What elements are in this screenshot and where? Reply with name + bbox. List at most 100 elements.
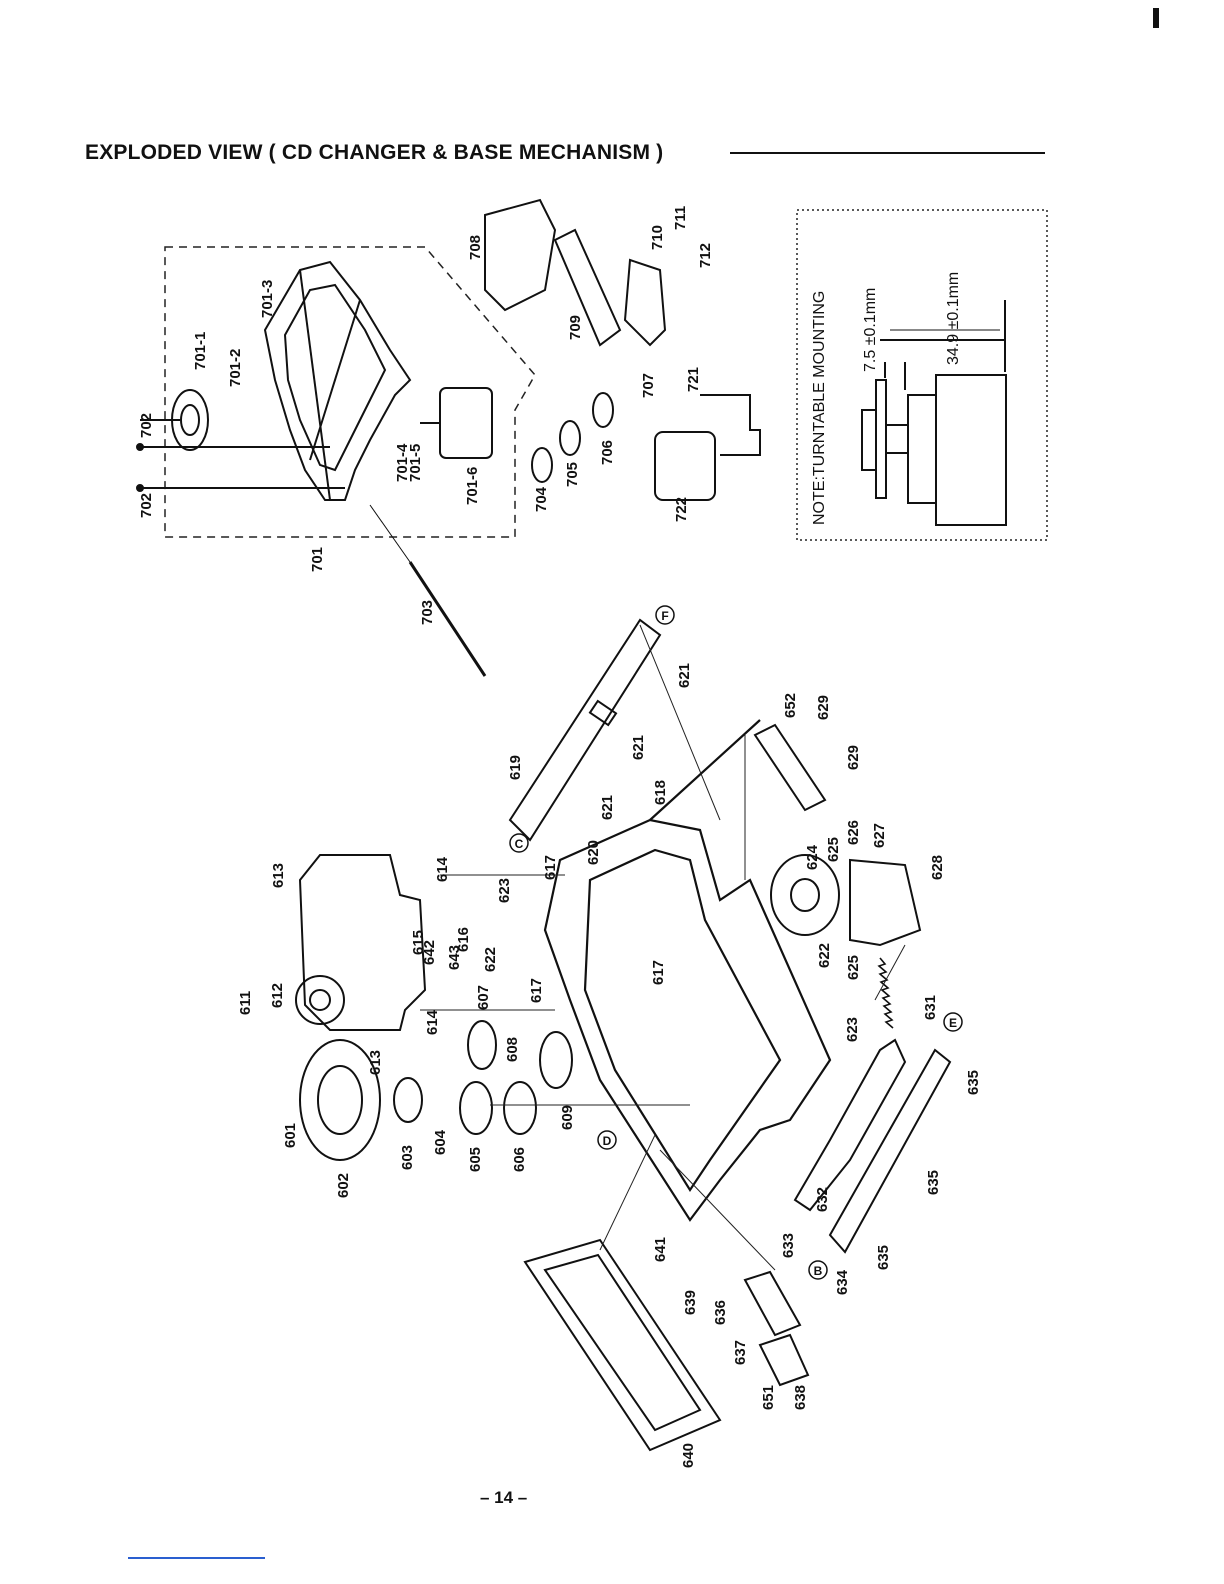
part-label: 628: [929, 855, 946, 880]
turntable-mounting-note: NOTE:TURNTABLE MOUNTING 7.5 ±0.1mm 34.9 …: [796, 209, 1048, 541]
part-label: 622: [816, 943, 833, 968]
part-label: 606: [511, 1147, 528, 1172]
part-label: 636: [712, 1300, 729, 1325]
callout-E: E: [949, 1016, 957, 1030]
part-label: 709: [567, 315, 584, 340]
part-label: 629: [815, 695, 832, 720]
part-label: 640: [680, 1443, 697, 1468]
part-label: 721: [685, 367, 702, 392]
part-label: 708: [467, 235, 484, 260]
part-label: 613: [367, 1050, 384, 1075]
part-label: 710: [649, 225, 666, 250]
part-label: 621: [676, 663, 693, 688]
bottom-link-rule: [128, 1557, 265, 1559]
part-label: 616: [455, 927, 472, 952]
part-label: 635: [875, 1245, 892, 1270]
mounting-sketch: [861, 300, 1007, 526]
part-label: 617: [650, 960, 667, 985]
callout-C: C: [515, 837, 524, 851]
part-label: 722: [673, 497, 690, 522]
gear-plate: [295, 854, 427, 1031]
rack-plate: [523, 1238, 722, 1452]
part-label: 625: [825, 837, 842, 862]
part-label: 638: [792, 1385, 809, 1410]
base-motor: [770, 854, 922, 947]
optical-pickup: [484, 198, 667, 347]
part-label: 702: [138, 413, 155, 438]
callouts: F C D E B: [509, 605, 963, 1280]
part-label: 615: [410, 930, 427, 955]
plate-652: [753, 723, 827, 812]
part-label: 637: [732, 1340, 749, 1365]
note-heading: NOTE:TURNTABLE MOUNTING: [811, 291, 828, 525]
part-label: 621: [630, 735, 647, 760]
part-label: 702: [138, 493, 155, 518]
callout-F: F: [661, 609, 668, 623]
part-label: 651: [760, 1385, 777, 1410]
part-label: 602: [335, 1173, 352, 1198]
part-label: 712: [697, 243, 714, 268]
page-title: EXPLODED VIEW ( CD CHANGER & BASE MECHAN…: [85, 141, 664, 164]
loading-motor: [654, 394, 761, 501]
part-label: 623: [496, 878, 513, 903]
turntable-disc: [140, 389, 209, 451]
part-label: 635: [925, 1170, 942, 1195]
registration-mark: [1153, 8, 1159, 28]
part-label: 634: [834, 1269, 851, 1295]
part-label: 617: [528, 978, 545, 1003]
part-label: 618: [652, 780, 669, 805]
part-label: 607: [475, 985, 492, 1010]
guide-shaft: [369, 504, 487, 677]
slide-plate: [793, 1038, 952, 1254]
part-label: 627: [871, 823, 888, 848]
spindle-motor: [420, 387, 493, 459]
part-label: 706: [599, 440, 616, 465]
part-label: 701-2: [227, 349, 244, 387]
part-label: 632: [814, 1187, 831, 1212]
part-label: 612: [269, 983, 286, 1008]
side-plate: [508, 618, 662, 842]
part-label: 704: [533, 486, 550, 512]
part-label: 701: [309, 547, 326, 572]
part-label: 604: [432, 1129, 449, 1155]
part-label: 622: [482, 947, 499, 972]
part-label: 603: [399, 1145, 416, 1170]
part-label: 701-1: [192, 332, 209, 370]
chassis-frame: [263, 260, 412, 501]
part-label: 626: [845, 820, 862, 845]
switch-brackets: [743, 1270, 810, 1387]
part-label: 609: [559, 1105, 576, 1130]
part-label: 614: [424, 1009, 441, 1035]
part-label: 705: [564, 462, 581, 487]
part-label: 701-3: [259, 280, 276, 318]
part-label: 701-6: [464, 467, 481, 505]
base-turntable: [299, 1039, 381, 1161]
callout-D: D: [603, 1134, 612, 1148]
part-label: 625: [845, 955, 862, 980]
callout-B: B: [814, 1264, 823, 1278]
part-label: 711: [672, 206, 689, 230]
part-label: 703: [419, 600, 436, 625]
part-label: 611: [237, 991, 254, 1015]
part-label: 639: [682, 1290, 699, 1315]
part-label: 701-4: [394, 443, 411, 482]
gear-stack: [393, 1020, 573, 1135]
part-label: 631: [922, 995, 939, 1020]
part-label: 614: [434, 856, 451, 882]
part-label: 608: [504, 1037, 521, 1062]
part-label: 629: [845, 745, 862, 770]
part-label: 642: [421, 940, 438, 965]
part-label: 620: [585, 840, 602, 865]
leader-lines: [420, 624, 906, 1271]
part-label: 613: [270, 863, 287, 888]
note-dim-b: 34.9 ±0.1mm: [945, 272, 962, 365]
part-label: 641: [652, 1237, 669, 1262]
part-label: 707: [640, 373, 657, 398]
main-chassis: [543, 719, 832, 1222]
part-label: 621: [599, 795, 616, 820]
part-label: 633: [780, 1233, 797, 1258]
part-label: 601: [282, 1123, 299, 1148]
screw-702: [136, 443, 345, 492]
spring-631: [877, 957, 894, 1029]
